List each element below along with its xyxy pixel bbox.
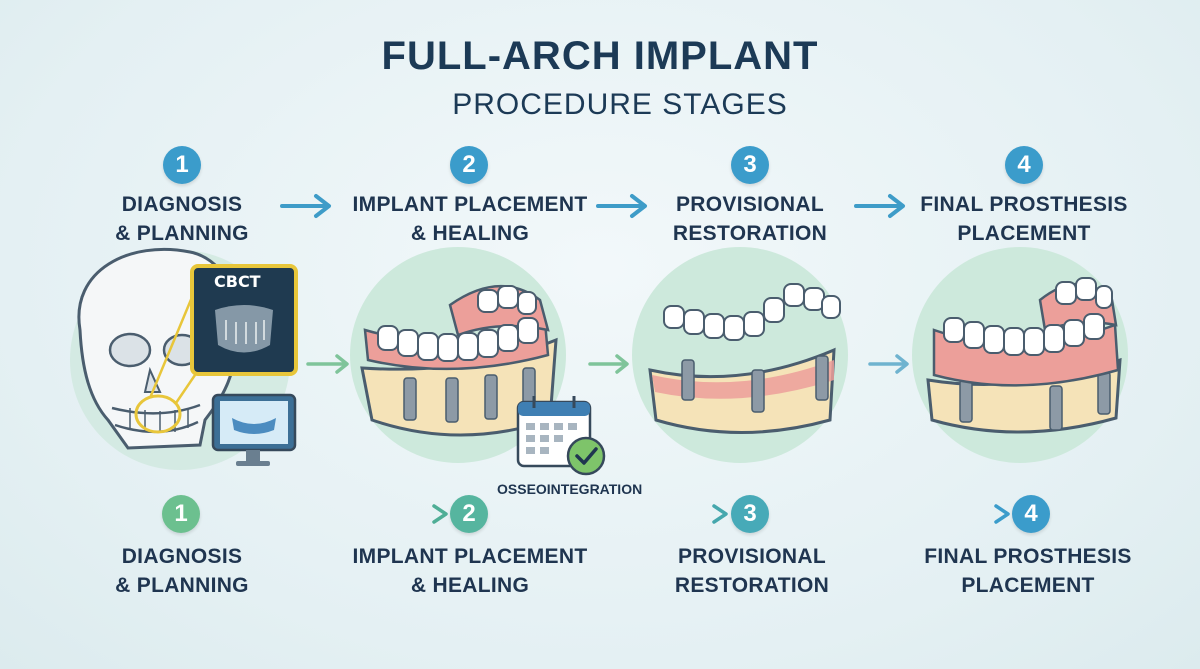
osseointegration-label: OSSEOINTEGRATION: [497, 481, 643, 497]
step-1-badge: 1: [163, 146, 201, 184]
cbct-label: CBCT: [214, 272, 261, 291]
timeline-step-2-badge: 2: [450, 495, 488, 533]
cbct-scan-icon: [190, 264, 298, 376]
page-subtitle: PROCEDURE STAGES: [452, 88, 788, 121]
denture-icon: [926, 277, 1122, 434]
step-1-label: DIAGNOSIS & PLANNING: [115, 193, 249, 245]
step-4-badge: 4: [1005, 146, 1043, 184]
timeline-step-3-badge: 3: [731, 495, 769, 533]
page-title: FULL-ARCH IMPLANT: [381, 34, 819, 78]
denture-icon: [648, 283, 841, 434]
denture-icon: [360, 284, 558, 437]
check-icon: [566, 436, 606, 476]
implant-icon: [403, 367, 536, 423]
step-3-label: PROVISIONAL RESTORATION: [672, 193, 828, 245]
timeline-step-1-badge: 1: [162, 495, 200, 533]
step-3-badge: 3: [731, 146, 769, 184]
implant-icon: [681, 355, 829, 413]
arrow-right-icon: [854, 194, 905, 218]
step-4-label: FINAL PROSTHESIS PLACEMENT: [920, 193, 1128, 245]
timeline-step-4-badge: 4: [1012, 495, 1050, 533]
timeline-step-4-label: FINAL PROSTHESIS PLACEMENT: [924, 545, 1132, 597]
timeline-step-1-label: DIAGNOSIS & PLANNING: [115, 545, 249, 597]
arrow-right-icon: [596, 194, 647, 218]
step-2-badge: 2: [450, 146, 488, 184]
arrow-right-icon: [280, 194, 331, 218]
timeline-step-2-label: IMPLANT PLACEMENT & HEALING: [352, 545, 588, 597]
timeline-step-3-label: PROVISIONAL RESTORATION: [674, 545, 830, 597]
step-2-label: IMPLANT PLACEMENT & HEALING: [352, 193, 588, 245]
monitor-icon: [211, 393, 297, 466]
